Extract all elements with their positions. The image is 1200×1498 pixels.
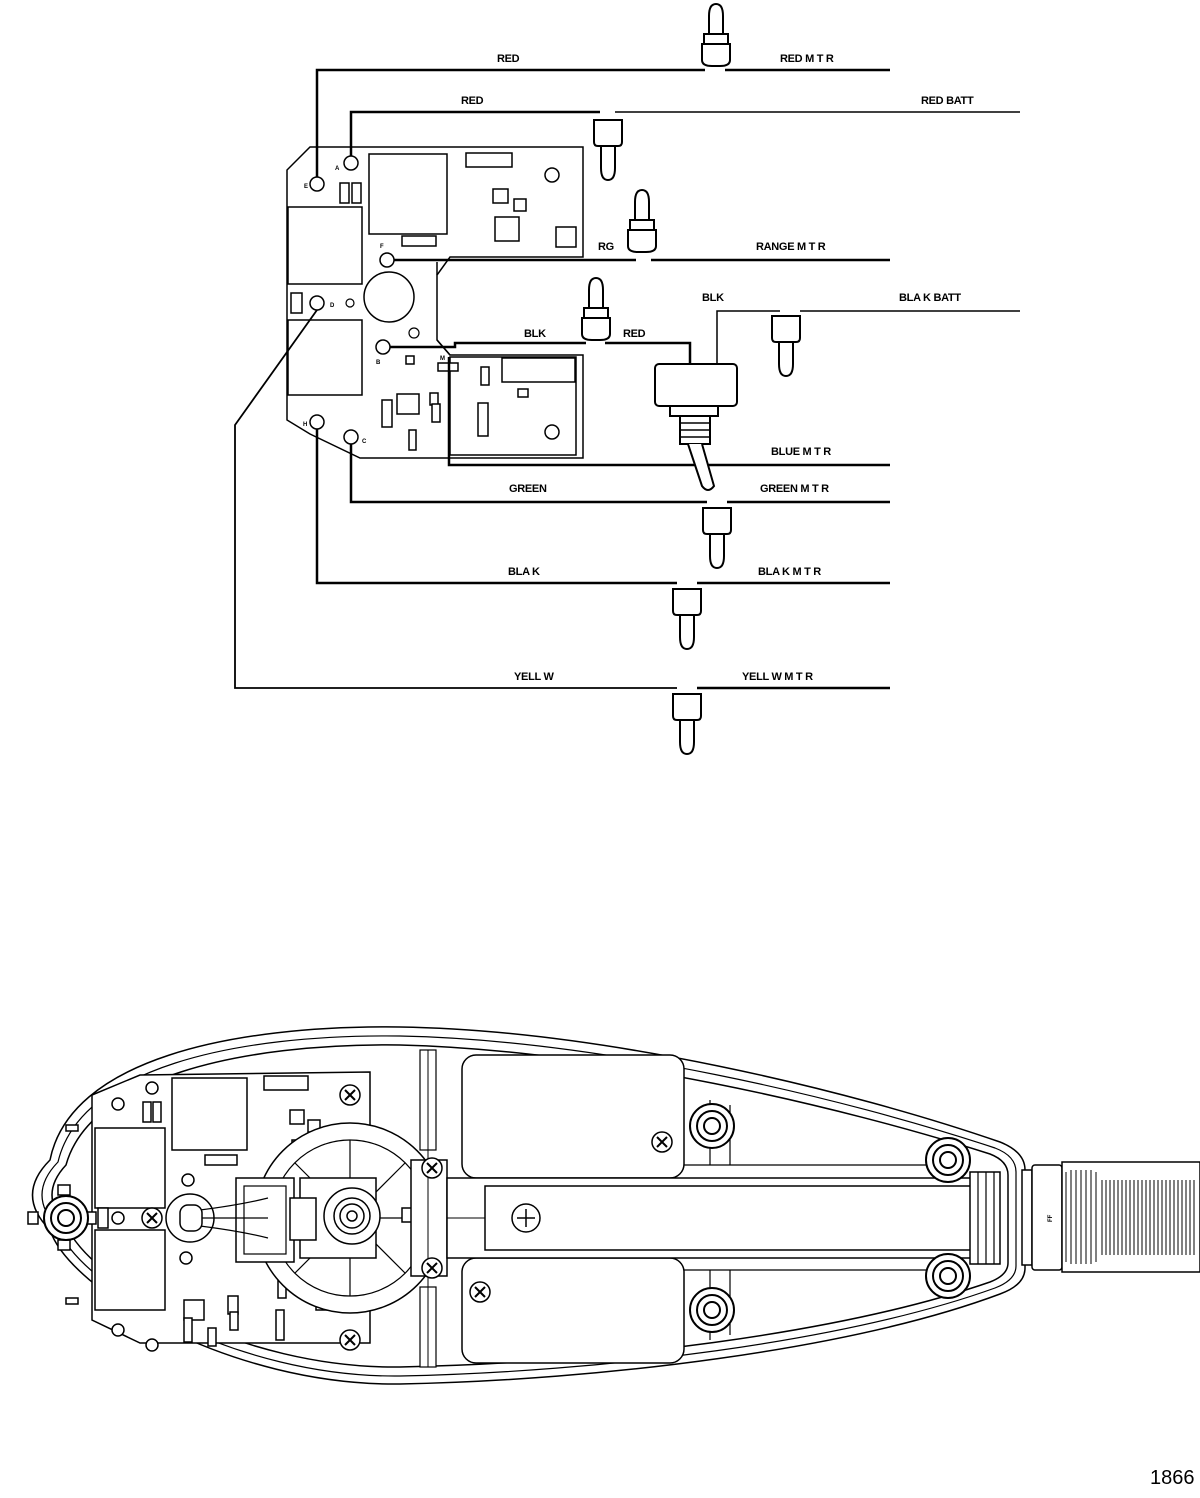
- label-blue-motor: BLUE M T R: [771, 446, 831, 458]
- connector-range: [627, 189, 657, 253]
- figure-number: 1866: [1150, 1467, 1195, 1489]
- label-black-motor: BLA K M T R: [758, 566, 821, 578]
- terminal-h: [309, 414, 325, 430]
- wire-red-mid: [605, 341, 692, 365]
- wire-green: [349, 444, 707, 504]
- connector-black: [672, 588, 702, 650]
- tube-label: FF: [1048, 1214, 1054, 1222]
- boss-front: [43, 1195, 89, 1241]
- label-red-second: RED: [461, 95, 484, 107]
- connector-red-batt: [593, 119, 623, 181]
- label-range-rg: RG: [598, 241, 614, 253]
- wire-black: [315, 429, 677, 585]
- wire-blue-motor: [447, 357, 890, 467]
- terminal-c: [343, 429, 359, 445]
- label-yellow: YELL W: [514, 671, 554, 683]
- wire-red-batt: [349, 110, 600, 156]
- label-red-batt: RED BATT: [921, 95, 974, 107]
- wire-yellow: [234, 309, 677, 689]
- terminal-m-label: M: [440, 356, 445, 362]
- terminal-a: [343, 155, 359, 171]
- terminal-e: [309, 176, 325, 192]
- connector-black-batt: [771, 315, 801, 377]
- terminal-d: [309, 295, 325, 311]
- terminal-f: [379, 252, 395, 268]
- boss-lower-left: [689, 1287, 735, 1333]
- label-range-motor: RANGE M T R: [756, 241, 826, 253]
- wire-red-motor: [315, 68, 705, 177]
- motor-head: FF: [27, 1026, 1200, 1385]
- label-red-motor: RED M T R: [780, 53, 834, 65]
- terminal-d-label: D: [330, 303, 335, 309]
- connector-red-motor: [701, 3, 731, 67]
- terminal-c-label: C: [362, 439, 367, 445]
- terminal-e-label: E: [304, 184, 308, 190]
- label-red-mid: RED: [623, 328, 646, 340]
- connector-yellow: [672, 693, 702, 755]
- terminal-a-label: A: [335, 166, 340, 172]
- wires: [234, 68, 1020, 690]
- connector-green: [702, 507, 732, 569]
- label-yellow-motor: YELL W M T R: [742, 671, 813, 683]
- label-red-top: RED: [497, 53, 520, 65]
- label-blk-upper: BLK: [702, 292, 724, 304]
- wire-labels: RED RED M T R RED RED BATT RG RANGE M T …: [461, 53, 974, 683]
- circuit-board: [286, 146, 584, 459]
- label-green: GREEN: [509, 483, 547, 495]
- connector-blk-red: [581, 277, 611, 341]
- terminal-f-label: F: [380, 244, 384, 250]
- terminal-b: [375, 339, 391, 355]
- terminal-b-label: B: [376, 360, 381, 366]
- terminal-h-label: H: [303, 422, 307, 428]
- wire-blk-upper: [716, 310, 780, 365]
- toggle-switch: [654, 363, 738, 491]
- label-blk-mid: BLK: [524, 328, 546, 340]
- label-black-batt: BLA K BATT: [899, 292, 961, 304]
- wire-blk-mid: [390, 341, 586, 349]
- label-green-motor: GREEN M T R: [760, 483, 829, 495]
- boss-upper-right: [925, 1137, 971, 1183]
- label-black: BLA K: [508, 566, 540, 578]
- boss-upper-left: [689, 1103, 735, 1149]
- boss-lower-right: [925, 1253, 971, 1299]
- board-terminals: E A F D B M H C: [303, 155, 445, 445]
